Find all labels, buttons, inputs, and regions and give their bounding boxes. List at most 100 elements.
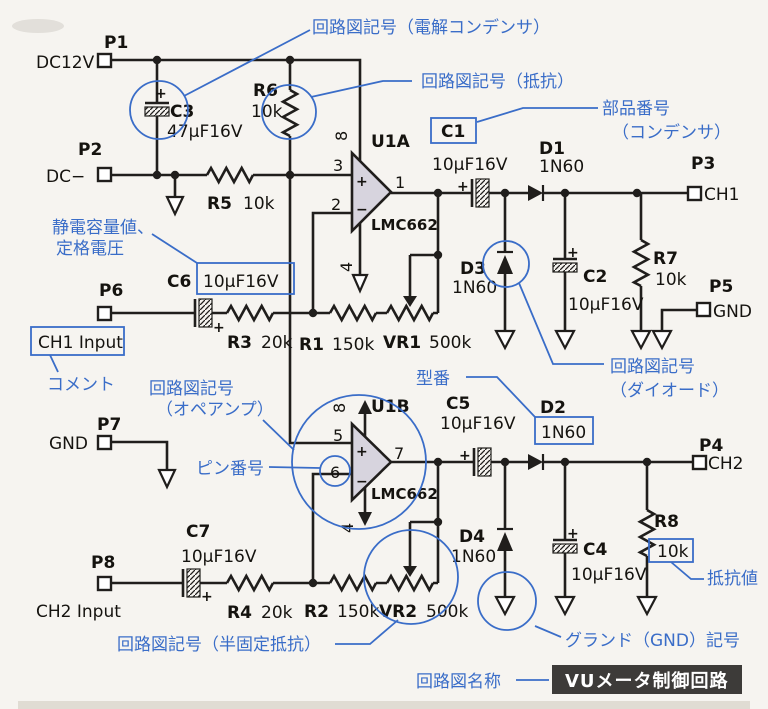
u1a-pin2: 2 <box>331 195 341 214</box>
r5-ref: R5 <box>207 194 232 214</box>
resistor-r2: R2 150k <box>304 574 379 622</box>
opamp-triangle-icon <box>350 149 393 235</box>
electrolytic-plate-icon <box>198 298 213 328</box>
u1a-ref: U1A <box>371 132 411 152</box>
annotation-part-number-2: （コンデンサ） <box>612 122 731 143</box>
c6-value: 10μF16V <box>203 272 279 292</box>
r3-ref: R3 <box>227 333 252 353</box>
electrolytic-plate-icon <box>186 568 201 598</box>
u1a-pin4: 4 <box>337 262 356 272</box>
c1-ref: C1 <box>441 122 465 142</box>
c3-ref: C3 <box>170 102 194 122</box>
r8-ref: R8 <box>654 512 679 532</box>
c6-ref: C6 <box>167 272 191 292</box>
ground-icon <box>351 273 369 294</box>
diode-icon <box>497 255 513 274</box>
d3-callout-circle <box>482 240 530 288</box>
ground-icon <box>630 329 652 351</box>
p7-label: GND <box>49 434 88 454</box>
u1a-pin8: 8 <box>332 131 351 141</box>
u1a-pin1: 1 <box>395 173 405 192</box>
polarity-plus: + <box>213 320 225 336</box>
noninv-mark: + <box>356 444 368 460</box>
d1-ref: D1 <box>539 139 565 159</box>
title-box-bg <box>552 665 742 694</box>
d2-value: 1N60 <box>541 423 586 443</box>
diode-d2: D2 1N60 <box>528 398 586 470</box>
annotation-trimmer: 回路図記号（半固定抵抗） <box>117 635 321 655</box>
inv-mark: − <box>356 202 368 218</box>
electrolytic-plate-icon <box>552 543 578 554</box>
c2-value: 10μF16V <box>568 295 644 315</box>
opamp-u1b: U1B LMC662 5 6 7 8 4 + − <box>330 397 438 533</box>
ground-icon <box>494 329 516 351</box>
trimmer-vr1: VR1 500k <box>383 296 471 353</box>
p4-label: CH2 <box>708 454 743 474</box>
r3-value: 20k <box>261 333 293 353</box>
r1-ref: R1 <box>299 335 324 355</box>
r2-ref: R2 <box>304 602 329 622</box>
ground-icon <box>554 329 576 351</box>
annotation-capacitance-2: 定格電圧 <box>56 239 124 259</box>
polarity-plus: + <box>459 448 471 464</box>
capacitor-c4: + C4 10μF16V <box>552 526 647 585</box>
annotation-pin-number: ピン番号 <box>196 459 264 479</box>
u1a-part: LMC662 <box>371 216 438 234</box>
r7-value: 10k <box>655 270 687 290</box>
p3-label: CH1 <box>704 185 739 205</box>
p4-ref: P4 <box>699 436 723 456</box>
u1b-part: LMC662 <box>371 485 438 503</box>
c5-value: 10μF16V <box>440 414 516 434</box>
p6-comment: CH1 Input <box>38 333 123 353</box>
u1b-callout-circle <box>291 394 427 530</box>
capacitor-c7: + C7 10μF16V <box>181 522 257 605</box>
terminal-square-icon <box>96 52 113 69</box>
diode-d1: D1 1N60 <box>528 139 584 201</box>
p1-ref: P1 <box>104 33 128 53</box>
polarity-plus: + <box>201 589 213 605</box>
wires <box>111 58 697 597</box>
u1b-pin6: 6 <box>330 463 340 482</box>
wiper-arrow-icon <box>403 296 417 307</box>
u1a-pin3: 3 <box>333 156 343 175</box>
callout-shapes <box>30 29 704 681</box>
connector-p5: P5 GND <box>695 277 752 322</box>
resistor-r1: R1 150k <box>299 304 378 355</box>
ground-icon <box>636 595 658 617</box>
u1b-pin5: 5 <box>333 426 343 445</box>
vr1-ref: VR1 <box>383 333 421 353</box>
connector-p4: P4 CH2 <box>691 436 743 474</box>
ground-icon <box>157 468 177 490</box>
u1b-pin8: 8 <box>330 403 349 413</box>
r4-ref: R4 <box>227 603 252 623</box>
u1b-pin7: 7 <box>394 444 404 463</box>
annotations: 回路図記号（電解コンデンサ） 回路図記号（抵抗） 部品番号 （コンデンサ） 静電… <box>47 17 758 692</box>
terminal-square-icon <box>691 454 708 471</box>
r4-value: 20k <box>261 603 293 623</box>
p1-label: DC12V <box>36 53 95 73</box>
c7-value: 10μF16V <box>181 547 257 567</box>
capacitor-c2: + C2 10μF16V <box>552 245 644 315</box>
annotation-resistor: 回路図記号（抵抗） <box>421 72 574 92</box>
annotation-model-number: 型番 <box>416 369 450 389</box>
terminal-square-icon <box>686 185 703 202</box>
annotation-opamp-2: （オペアンプ） <box>156 400 274 420</box>
r5-value: 10k <box>243 194 275 214</box>
d3-ref: D3 <box>460 259 486 279</box>
c3-value: 47μF16V <box>167 122 243 142</box>
schematic-title-box: VUメータ制御回路 <box>552 665 742 694</box>
c4-ref: C4 <box>583 540 607 560</box>
c5-ref: C5 <box>446 394 470 414</box>
p5-ref: P5 <box>709 277 733 297</box>
diode-icon <box>497 532 513 551</box>
r2-value: 150k <box>337 602 379 622</box>
c7-ref: C7 <box>186 522 210 542</box>
capacitor-c5: + C5 10μF16V <box>440 394 516 477</box>
p6-ref: P6 <box>99 281 123 301</box>
c1-value: 10μF16V <box>432 155 508 175</box>
polarity-plus: + <box>567 245 579 261</box>
connector-p6: P6 <box>96 281 123 322</box>
r8-value: 10k <box>657 542 689 562</box>
d2-ref: D2 <box>540 398 566 418</box>
noninv-mark: + <box>356 174 368 190</box>
